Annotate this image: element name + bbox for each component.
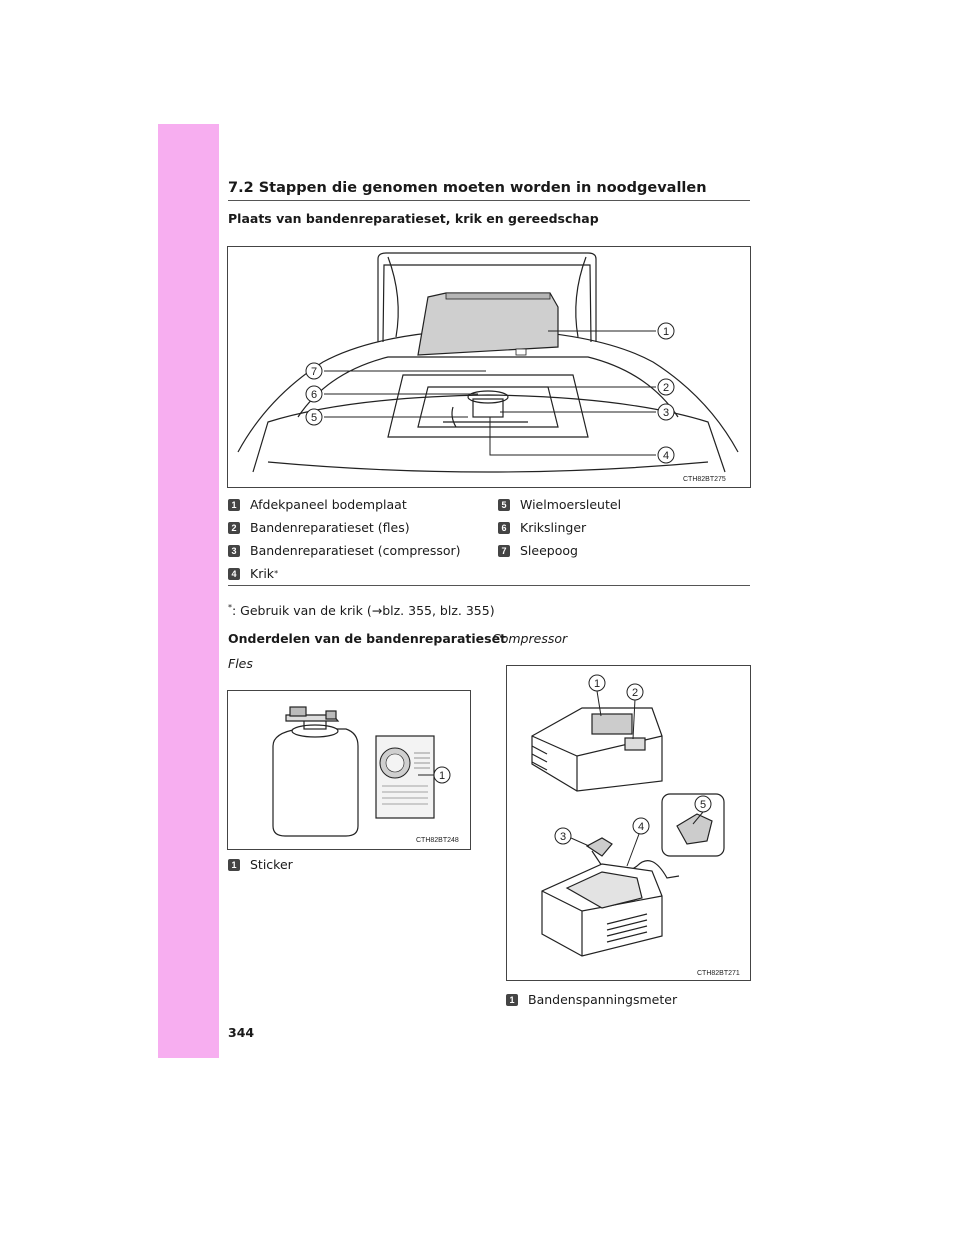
trunk-illustration: 1 2 3 4 5 6 7 CTH82BT275 xyxy=(227,246,751,488)
legend-number-3: 3 xyxy=(228,544,240,557)
legend-number-7: 7 xyxy=(498,544,510,557)
legend-label-1: Afdekpaneel bodemplaat xyxy=(250,497,407,512)
page-number: 344 xyxy=(228,1025,255,1040)
bottle-legend-label-1: Sticker xyxy=(250,857,293,872)
chapter-sidebar-tab xyxy=(158,124,219,1058)
bottle-heading: Fles xyxy=(228,656,253,671)
compressor-heading: Compressor xyxy=(492,631,568,646)
legend-item-1: 1 Afdekpaneel bodemplaat xyxy=(228,497,407,512)
compressor-illustration: 1 2 3 4 5 CTH82BT271 xyxy=(506,665,751,981)
legend-divider xyxy=(228,585,750,586)
compressor-callout-2: 2 xyxy=(632,687,638,699)
trunk-callout-2: 2 xyxy=(663,382,669,394)
legend-item-3: 3 Bandenreparatieset (compressor) xyxy=(228,543,461,558)
compressor-figure-code: CTH82BT271 xyxy=(697,970,740,977)
compressor-callout-3: 3 xyxy=(560,831,566,843)
legend-number-6: 6 xyxy=(498,521,510,534)
legend-number-2: 2 xyxy=(228,521,240,534)
footnote: *: Gebruik van de krik (→blz. 355, blz. … xyxy=(228,603,495,618)
legend-item-4: 4 Krik* xyxy=(228,566,278,581)
trunk-callout-3: 3 xyxy=(663,407,669,419)
legend-label-3: Bandenreparatieset (compressor) xyxy=(250,543,461,558)
legend-label-4: Krik xyxy=(250,566,275,581)
trunk-callout-7: 7 xyxy=(311,366,317,378)
bottle-illustration: 1 CTH82BT248 xyxy=(227,690,471,850)
legend-item-5: 5 Wielmoersleutel xyxy=(498,497,621,512)
legend-label-7: Sleepoog xyxy=(520,543,578,558)
legend-number-1: 1 xyxy=(228,498,240,511)
trunk-callout-6: 6 xyxy=(311,389,317,401)
page-subtitle: Plaats van bandenreparatieset, krik en g… xyxy=(228,211,599,226)
legend-label-5: Wielmoersleutel xyxy=(520,497,622,512)
footnote-text: : Gebruik van de krik (→blz. 355, blz. 3… xyxy=(232,603,495,619)
trunk-callout-5: 5 xyxy=(311,412,317,424)
legend-number-4: 4 xyxy=(228,567,240,580)
bottle-drawing: 1 xyxy=(272,706,451,837)
footnote-mark: * xyxy=(228,603,232,612)
trunk-figure-code: CTH82BT275 xyxy=(683,476,726,483)
trunk-drawing: 1 2 3 4 5 6 7 xyxy=(237,252,739,473)
parts-heading: Onderdelen van de bandenreparatieset xyxy=(228,631,507,646)
legend-number-5: 5 xyxy=(498,498,510,511)
legend-item-2: 2 Bandenreparatieset (fles) xyxy=(228,520,410,535)
legend-label-6: Krikslinger xyxy=(520,520,587,535)
legend-label-2: Bandenreparatieset (fles) xyxy=(250,520,410,535)
compressor-legend-label-1: Bandenspanningsmeter xyxy=(528,992,678,1007)
compressor-drawing: 1 2 3 4 5 xyxy=(531,674,725,957)
compressor-callout-1: 1 xyxy=(594,678,600,690)
bottle-callout-1: 1 xyxy=(439,770,445,782)
trunk-callout-1: 1 xyxy=(663,326,669,338)
bottle-figure-code: CTH82BT248 xyxy=(416,837,459,844)
legend-item-7: 7 Sleepoog xyxy=(498,543,578,558)
compressor-legend-number-1: 1 xyxy=(506,993,518,1006)
bottle-legend-number-1: 1 xyxy=(228,858,240,871)
section-title: 7.2 Stappen die genomen moeten worden in… xyxy=(228,180,707,196)
trunk-callout-4: 4 xyxy=(663,450,669,462)
compressor-legend-item-1: 1 Bandenspanningsmeter xyxy=(506,992,677,1007)
bottle-legend-item-1: 1 Sticker xyxy=(228,857,293,872)
header-divider xyxy=(228,200,750,201)
compressor-callout-4: 4 xyxy=(638,821,644,833)
compressor-callout-5: 5 xyxy=(700,799,706,811)
legend-footnote-mark: * xyxy=(274,569,279,578)
legend-item-6: 6 Krikslinger xyxy=(498,520,586,535)
